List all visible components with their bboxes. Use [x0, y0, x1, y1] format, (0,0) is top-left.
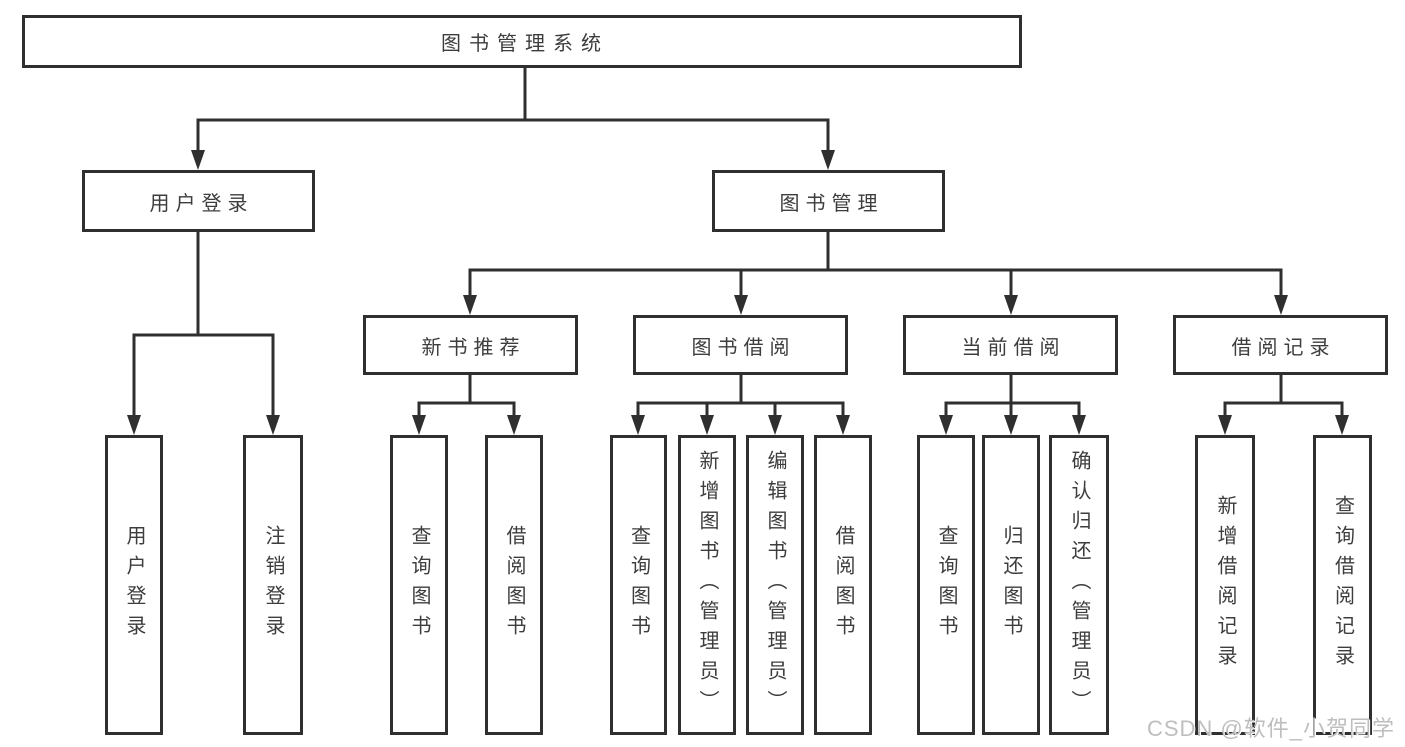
- node-current-confirm-return: 确认归还（管理员）: [1049, 435, 1109, 735]
- node-borrowing-add-books: 新增图书（管理员）: [678, 435, 736, 735]
- arrowheads: [127, 150, 1349, 435]
- node-logout: 注销登录: [243, 435, 303, 735]
- node-borrow-records: 借阅记录: [1173, 315, 1388, 375]
- node-current-borrowing-label: 当前借阅: [961, 336, 1066, 359]
- node-recommend-borrow-books-label: 借阅图书: [503, 525, 525, 645]
- node-borrowing-query-books: 查询图书: [610, 435, 667, 735]
- node-borrow-records-label: 借阅记录: [1231, 336, 1336, 359]
- node-borrowing-add-books-label: 新增图书（管理员）: [696, 450, 718, 720]
- node-recommend-query-books-label: 查询图书: [408, 525, 430, 645]
- node-user-login: 用户登录: [105, 435, 163, 735]
- node-current-confirm-return-label: 确认归还（管理员）: [1068, 450, 1090, 720]
- node-root-system: 图书管理系统: [22, 15, 1022, 68]
- node-current-query-books: 查询图书: [917, 435, 975, 735]
- node-borrowing-borrow-books-label: 借阅图书: [832, 525, 854, 645]
- node-new-book-recommend: 新书推荐: [363, 315, 578, 375]
- node-book-borrowing: 图书借阅: [633, 315, 848, 375]
- node-new-book-recommend-label: 新书推荐: [421, 336, 526, 359]
- node-user-login-group: 用户登录: [82, 170, 315, 232]
- node-logout-label: 注销登录: [262, 525, 284, 645]
- node-user-login-label: 用户登录: [123, 525, 145, 645]
- node-book-management-label: 图书管理: [779, 192, 884, 215]
- node-current-borrowing: 当前借阅: [903, 315, 1118, 375]
- node-book-borrowing-label: 图书借阅: [691, 336, 796, 359]
- node-current-return-books: 归还图书: [982, 435, 1040, 735]
- node-user-login-group-label: 用户登录: [149, 192, 254, 215]
- node-borrowing-borrow-books: 借阅图书: [814, 435, 872, 735]
- node-borrowing-edit-books-label: 编辑图书（管理员）: [764, 450, 786, 720]
- node-records-add-record-label: 新增借阅记录: [1214, 495, 1236, 675]
- node-current-return-books-label: 归还图书: [1000, 525, 1022, 645]
- node-root-system-label: 图书管理系统: [441, 33, 609, 55]
- node-recommend-borrow-books: 借阅图书: [485, 435, 543, 735]
- node-borrowing-edit-books: 编辑图书（管理员）: [746, 435, 804, 735]
- node-records-query-record: 查询借阅记录: [1313, 435, 1372, 735]
- node-current-query-books-label: 查询图书: [935, 525, 957, 645]
- node-book-management: 图书管理: [712, 170, 945, 232]
- node-recommend-query-books: 查询图书: [390, 435, 448, 735]
- node-records-query-record-label: 查询借阅记录: [1331, 495, 1354, 675]
- node-records-add-record: 新增借阅记录: [1195, 435, 1255, 735]
- node-borrowing-query-books-label: 查询图书: [627, 525, 650, 645]
